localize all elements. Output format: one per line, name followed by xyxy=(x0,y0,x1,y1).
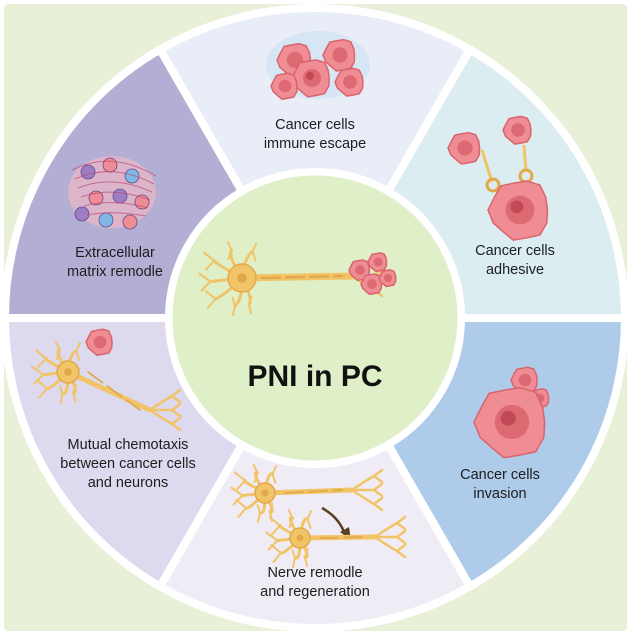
label-invasion: Cancer cells invasion xyxy=(460,467,540,502)
label-adhesive: Cancer cells adhesive xyxy=(475,243,555,278)
label-matrix-remodel: Extracellular matrix remodle xyxy=(67,245,163,280)
extracellular-matrix-icon xyxy=(68,156,157,230)
neuron-chemotaxis-icon xyxy=(31,328,182,432)
center-title: PNI in PC xyxy=(247,360,383,393)
nerve-regeneration-icon xyxy=(230,464,407,568)
cancer-cell-cluster-icon xyxy=(266,31,370,100)
invading-cancer-cell-icon xyxy=(473,366,550,459)
adhesive-cells-icon xyxy=(447,115,549,241)
central-neuron-icon xyxy=(198,241,397,316)
label-nerve-remodel: Nerve remodle and regeneration xyxy=(260,565,370,600)
label-chemotaxis: Mutual chemotaxis between cancer cells a… xyxy=(60,437,196,491)
label-immune-escape: Cancer cells immune escape xyxy=(263,117,367,152)
center-circle xyxy=(165,168,465,468)
